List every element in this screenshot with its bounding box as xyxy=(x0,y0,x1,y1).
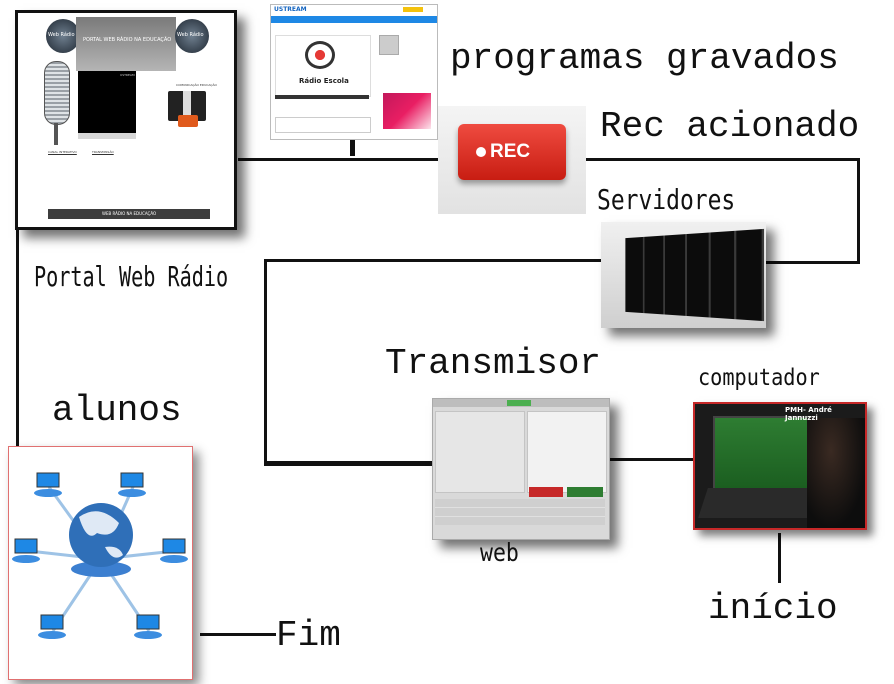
portal-badge-left xyxy=(46,19,80,53)
laptop-screen xyxy=(713,416,813,490)
label-servidores: Servidores xyxy=(597,183,736,216)
rec-button-label: REC xyxy=(490,141,531,162)
transmisor-screenshot xyxy=(432,398,610,540)
transmisor-settings[interactable] xyxy=(435,499,605,525)
ustream-player-bar[interactable] xyxy=(275,95,369,99)
computer-caption: PMH- André Jannuzzi xyxy=(785,406,832,422)
connector-servers-left xyxy=(264,259,602,262)
microphone-icon xyxy=(44,61,70,125)
portal-badge-left-text: Web Rádio xyxy=(48,32,75,38)
ustream-screenshot: USTREAM Rádio Escola xyxy=(270,4,438,140)
microphone-stand-icon xyxy=(54,123,58,145)
portal-badge-right xyxy=(175,19,209,53)
portal-link-transmissao[interactable]: TRANSMISSÃO xyxy=(92,150,114,154)
record-dot-icon xyxy=(476,147,486,157)
alunos-network-image xyxy=(8,446,193,680)
transmisor-right-pane xyxy=(527,411,607,493)
connector-fim xyxy=(200,633,276,636)
ustream-radio-name: Rádio Escola xyxy=(299,77,349,85)
connector-transmisor-to-computer xyxy=(608,458,694,461)
label-rec-acionado: Rec acionado xyxy=(600,106,860,147)
portal-badge-right-text: Web Rádio xyxy=(177,32,204,38)
connector-servers-right xyxy=(766,261,860,264)
server-rack-icon xyxy=(625,228,765,322)
portal-player-controls[interactable] xyxy=(78,133,136,139)
label-portal-web-radio: Portal Web Rádio xyxy=(34,260,229,293)
portal-link-comunicacao[interactable]: COMUNICAÇÃO EDUCAÇÃO xyxy=(176,83,217,87)
connector-computer-down xyxy=(778,533,781,583)
label-web: web xyxy=(480,538,519,567)
label-programas-gravados: programas gravados xyxy=(450,38,839,79)
portal-link-canal[interactable]: CANAL INTERATIVO xyxy=(48,150,77,154)
label-inicio: início xyxy=(708,588,838,629)
ustream-ad-banner[interactable] xyxy=(383,93,431,129)
computer-image: PMH- André Jannuzzi xyxy=(693,402,867,530)
transmisor-go-button[interactable] xyxy=(567,487,603,497)
headphones-icon xyxy=(305,41,335,69)
laptop-icons xyxy=(14,472,186,630)
radio-logo-icon xyxy=(178,115,198,127)
portal-footer-text: WEB RÁDIO NA EDUCAÇÃO xyxy=(102,211,157,216)
transmisor-left-pane xyxy=(435,411,525,493)
label-fim: Fim xyxy=(276,615,341,656)
ustream-signup-button[interactable] xyxy=(403,7,423,12)
network-diagram xyxy=(12,472,188,639)
connector-rec-to-right xyxy=(586,158,860,161)
ustream-topbar xyxy=(271,5,437,15)
label-transmisor: Transmisor xyxy=(385,343,602,384)
person-silhouette xyxy=(807,418,865,528)
portal-header xyxy=(76,17,176,71)
transmisor-stop-button[interactable] xyxy=(529,487,563,497)
label-computador: computador xyxy=(698,365,820,391)
ustream-chat-box[interactable] xyxy=(275,117,371,133)
connector-portal-to-ustream xyxy=(238,158,438,161)
connector-ustream-stub xyxy=(350,138,355,156)
portal-header-text: PORTAL WEB RÁDIO NA EDUCAÇÃO xyxy=(83,37,172,43)
connector-portal-left-vertical xyxy=(16,230,19,450)
label-alunos: alunos xyxy=(52,390,182,431)
ustream-navbar[interactable] xyxy=(271,16,437,23)
portal-player-label: USTREAM xyxy=(120,73,135,77)
connector-left-vertical xyxy=(264,259,267,465)
ustream-brand: USTREAM xyxy=(274,6,307,13)
rec-button-image: REC xyxy=(438,106,586,214)
portal-video-player xyxy=(78,71,136,133)
connector-to-transmisor xyxy=(264,461,432,466)
portal-footer xyxy=(48,209,210,219)
transmisor-start-button[interactable] xyxy=(507,400,531,406)
ustream-avatar xyxy=(379,35,399,55)
connector-right-vertical xyxy=(857,158,860,264)
rec-button[interactable]: REC xyxy=(458,124,566,180)
servers-image xyxy=(601,222,766,328)
portal-screenshot: Web Rádio PORTAL WEB RÁDIO NA EDUCAÇÃO W… xyxy=(15,10,237,230)
